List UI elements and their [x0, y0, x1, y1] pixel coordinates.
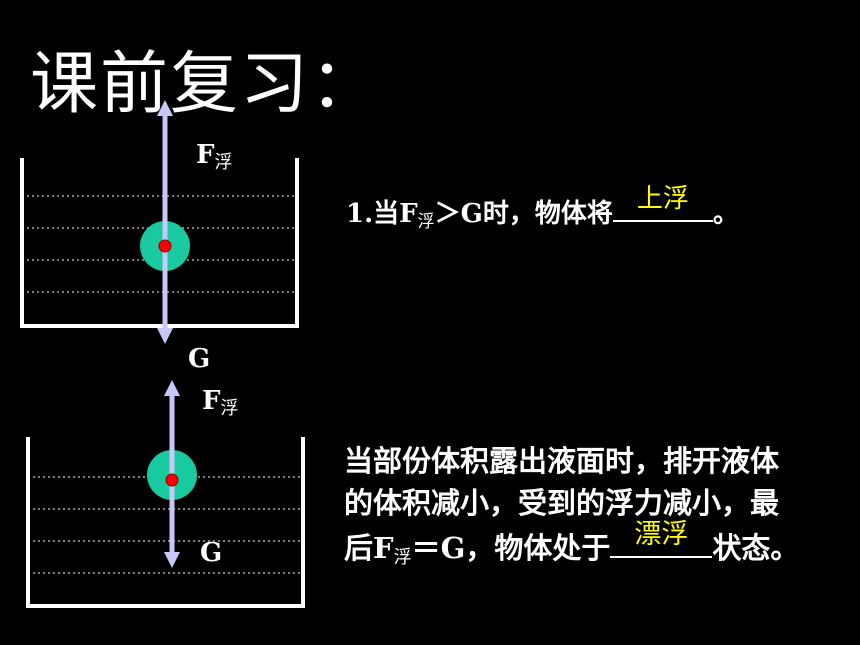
container-2: [26, 380, 305, 608]
question-2-line-3: 后F浮＝G，物体处于漂浮状态。: [344, 519, 854, 579]
buoyancy-symbol-1: F: [196, 140, 215, 170]
question-2: 当部份体积露出液面时，排开液体 的体积减小，受到的浮力减小，最 后F浮＝G，物体…: [344, 440, 854, 579]
question-2-line-3-prefix: 后F: [344, 531, 394, 565]
slide-title: 课前复习：: [30, 45, 381, 124]
answer-blank-1: 上浮: [612, 184, 713, 222]
buoyancy-subscript-1: 浮: [214, 152, 233, 173]
buoyancy-arrowhead-1: [157, 100, 173, 116]
beaker-1-outline: [20, 158, 299, 328]
buoyancy-subscript-2: 浮: [220, 398, 239, 419]
question-1-subscript: 浮: [417, 212, 435, 232]
buoyancy-arrowhead-2: [164, 380, 180, 396]
gravity-arrowhead-2: [164, 552, 180, 568]
center-dot-2: [165, 473, 179, 487]
question-1-middle: ＞G时，物体将: [434, 199, 613, 229]
question-2-line-1: 当部份体积露出液面时，排开液体: [344, 444, 780, 478]
question-2-line-3-middle: ＝G，物体处于: [411, 531, 611, 565]
answer-blank-2: 漂浮: [610, 519, 713, 558]
gravity-label-1: G: [188, 344, 211, 374]
gravity-label-2: G: [200, 538, 223, 568]
question-2-subscript: 浮: [393, 547, 412, 568]
center-dot-1: [158, 239, 172, 253]
buoyancy-label-2: F浮: [202, 386, 238, 420]
answer-2: 漂浮: [634, 519, 689, 550]
answer-1: 上浮: [636, 184, 689, 214]
buoyancy-symbol-2: F: [202, 386, 221, 416]
question-2-line-3-suffix: 状态。: [712, 531, 800, 565]
question-1-prefix: 1.当F: [346, 199, 418, 229]
question-1: 1.当F浮＞G时，物体将上浮。: [346, 184, 739, 232]
container-1: [20, 100, 299, 344]
buoyancy-label-1: F浮: [196, 140, 232, 174]
beaker-2-outline: [26, 437, 305, 608]
question-1-suffix: 。: [712, 199, 739, 229]
gravity-arrowhead-1: [157, 328, 173, 344]
question-2-line-2: 的体积减小，受到的浮力减小，最: [344, 486, 780, 520]
